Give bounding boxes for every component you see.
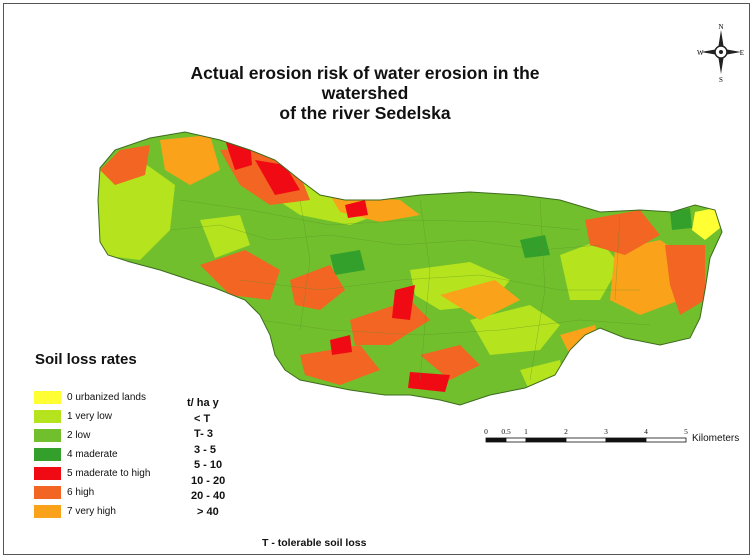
legend-swatch [34, 429, 61, 442]
map-title: Actual erosion risk of water erosion in … [150, 63, 580, 123]
zone-urbanized [692, 208, 720, 240]
scale-tick-label: 0.5 [501, 427, 511, 436]
scale-tick-label: 4 [644, 427, 648, 436]
rate-value: < T [194, 412, 211, 425]
scale-segment [605, 437, 647, 443]
legend-item: 7 very high [34, 502, 150, 521]
zone-mod-high-s1 [408, 372, 450, 392]
scale-tick-label: 2 [564, 427, 568, 436]
scale-segment [505, 437, 527, 443]
legend-swatch [34, 391, 61, 404]
zone-very-high-nw [160, 135, 220, 185]
zone-very-high-n [330, 195, 420, 222]
legend-label: 2 low [67, 430, 91, 441]
scale-tick-label: 3 [604, 427, 608, 436]
compass-w: W [697, 49, 704, 57]
legend-swatch [34, 448, 61, 461]
zone-high-se [420, 345, 480, 380]
scale-segment [485, 437, 507, 443]
legend-swatch [34, 486, 61, 499]
legend-item: 6 high [34, 483, 150, 502]
zone-mod-high-n3 [345, 200, 368, 218]
map-frame [3, 3, 750, 555]
title-line-1: Actual erosion risk of water erosion in … [190, 63, 540, 103]
legend-swatch [34, 467, 61, 480]
zone-high-s [300, 345, 380, 385]
legend-label: 0 urbanized lands [67, 392, 146, 403]
zone-moderate-1 [330, 250, 365, 275]
rates-column: t/ ha y < T T- 3 3 - 5 5 - 10 10 - 20 20… [187, 396, 257, 520]
footnote: T - tolerable soil loss [262, 537, 367, 549]
rate-value: 10 - 20 [191, 474, 226, 487]
zone-high-e2 [665, 245, 705, 315]
scale-tick-label: 5 [684, 427, 688, 436]
zone-moderate-3 [670, 208, 692, 230]
legend-title: Soil loss rates [35, 351, 137, 368]
zone-high-w [200, 250, 280, 300]
scale-tick-label: 1 [524, 427, 528, 436]
scale-segment [525, 437, 567, 443]
title-line-2: of the river Sedelska [279, 103, 451, 123]
legend-label: 1 very low [67, 411, 113, 422]
legend-label: 7 very high [67, 506, 116, 517]
scale-unit-label: Kilometers [692, 433, 740, 444]
rate-value: 20 - 40 [191, 490, 226, 502]
zone-mod-high-n2 [255, 160, 300, 195]
rate-value: > 40 [197, 505, 219, 518]
zone-very-low-east [560, 240, 620, 300]
zone-very-low-south [470, 305, 560, 355]
legend-swatch [34, 410, 61, 423]
zone-high-c1 [290, 265, 345, 310]
rate-value: 5 - 10 [194, 459, 223, 471]
rate-value: T- 3 [194, 428, 213, 440]
legend-item: 2 low [34, 426, 150, 445]
scale-bar: 0 0.5 1 2 3 4 5 Kilometers [484, 423, 754, 453]
legend: 0 urbanized lands 1 very low 2 low 4 madera… [34, 388, 150, 521]
rates-unit: t/ ha y [187, 397, 219, 409]
zone-very-high-c [440, 280, 520, 320]
compass-e: E [740, 49, 744, 57]
compass-n: N [718, 23, 723, 31]
watershed-outline [97, 131, 723, 406]
rate-value: 3 - 5 [194, 443, 217, 456]
zone-high-nw [100, 145, 150, 185]
scale-segment [645, 437, 687, 443]
legend-item: 5 maderate to high [34, 464, 150, 483]
scale-tick-label: 0 [484, 427, 488, 436]
north-arrow-icon: N E S W [697, 22, 745, 84]
zone-high-e1 [585, 210, 660, 255]
legend-label: 5 maderate to high [67, 468, 151, 479]
legend-label: 4 maderate [67, 449, 118, 460]
zone-mod-high-c [392, 285, 415, 320]
legend-item: 0 urbanized lands [34, 388, 150, 407]
legend-swatch [34, 505, 61, 518]
scale-segment [565, 437, 607, 443]
zone-mod-high-s2 [330, 335, 352, 355]
legend-label: 6 high [67, 487, 95, 498]
compass-s: S [719, 76, 723, 82]
legend-item: 1 very low [34, 407, 150, 426]
legend-item: 4 maderate [34, 445, 150, 464]
